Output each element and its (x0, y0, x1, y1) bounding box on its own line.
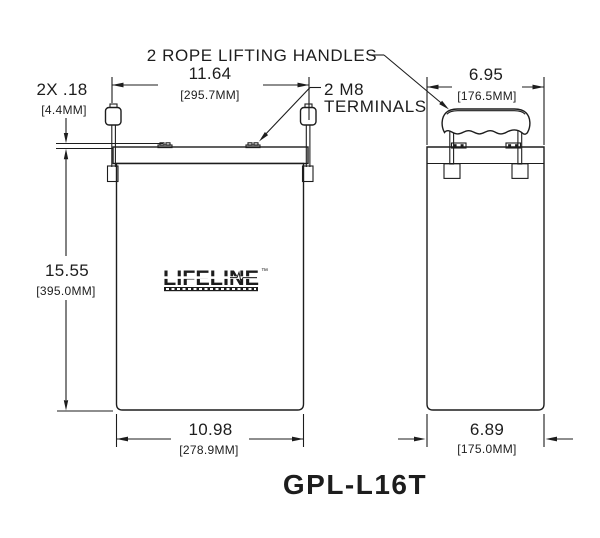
dim-value-mm: [395.0mm] (36, 281, 95, 299)
dim-value-mm: [4.4mm] (41, 100, 86, 118)
leader-arrowhead (439, 100, 449, 110)
logo-pulse-stripe (160, 276, 261, 279)
dim-handle-span: 11.64 [295.7mm] (111, 64, 310, 120)
lifeline-logo: LIFELINE ™ (160, 267, 268, 292)
model-number-label: GPL-L16T (283, 469, 427, 500)
front-view-battery: LIFELINE ™ (104, 103, 317, 411)
dim-side-handle-span: 6.95 [176.5mm] (426, 65, 545, 145)
handle-end-left (104, 103, 122, 183)
handle-clip-left (450, 142, 467, 149)
leader-arrowhead (259, 132, 269, 142)
dim-value-mm: [278.9mm] (179, 440, 238, 458)
handle-foot-right (511, 163, 529, 179)
handle-foot-left (443, 163, 461, 179)
dim-value-mm: [175.0mm] (457, 439, 516, 457)
dim-value-mm: [176.5mm] (457, 86, 516, 104)
dim-value-in: 10.98 (188, 420, 232, 439)
rope-lifting-handle (441, 108, 531, 135)
dim-value-in: 15.55 (45, 261, 89, 280)
side-body (426, 146, 545, 411)
dim-value-in: 11.64 (189, 64, 232, 83)
dim-base-width: 10.98 [278.9mm] (115, 414, 305, 458)
front-cover (112, 146, 309, 165)
m8-label-line2: TERMINALS (324, 97, 427, 116)
m8-label-line1: 2 M8 (324, 80, 364, 99)
rope-handles-label: 2 ROPE LIFTING HANDLES (147, 46, 377, 65)
callout-m8-terminals: 2 M8 TERMINALS (259, 80, 427, 142)
dim-side-base-width: 6.89 [175.0mm] (398, 414, 573, 457)
handle-clip-right (505, 142, 522, 149)
dim-value-in: 6.95 (469, 65, 503, 84)
handle-end-right (299, 103, 317, 183)
front-body (115, 162, 305, 411)
side-view-battery (426, 108, 545, 411)
logo-trademark: ™ (261, 268, 268, 275)
dim-value-in: 6.89 (470, 420, 504, 439)
callout-rope-handles: 2 ROPE LIFTING HANDLES (147, 46, 449, 110)
dim-terminal-height: 2X .18 [4.4mm] (37, 80, 163, 150)
dim-value-in: 2X .18 (37, 80, 88, 99)
dim-value-mm: [295.7mm] (180, 85, 239, 103)
logo-heartbeat-icon (230, 270, 257, 284)
terminal-right (245, 142, 261, 149)
dim-overall-height: 15.55 [395.0mm] (36, 148, 113, 412)
